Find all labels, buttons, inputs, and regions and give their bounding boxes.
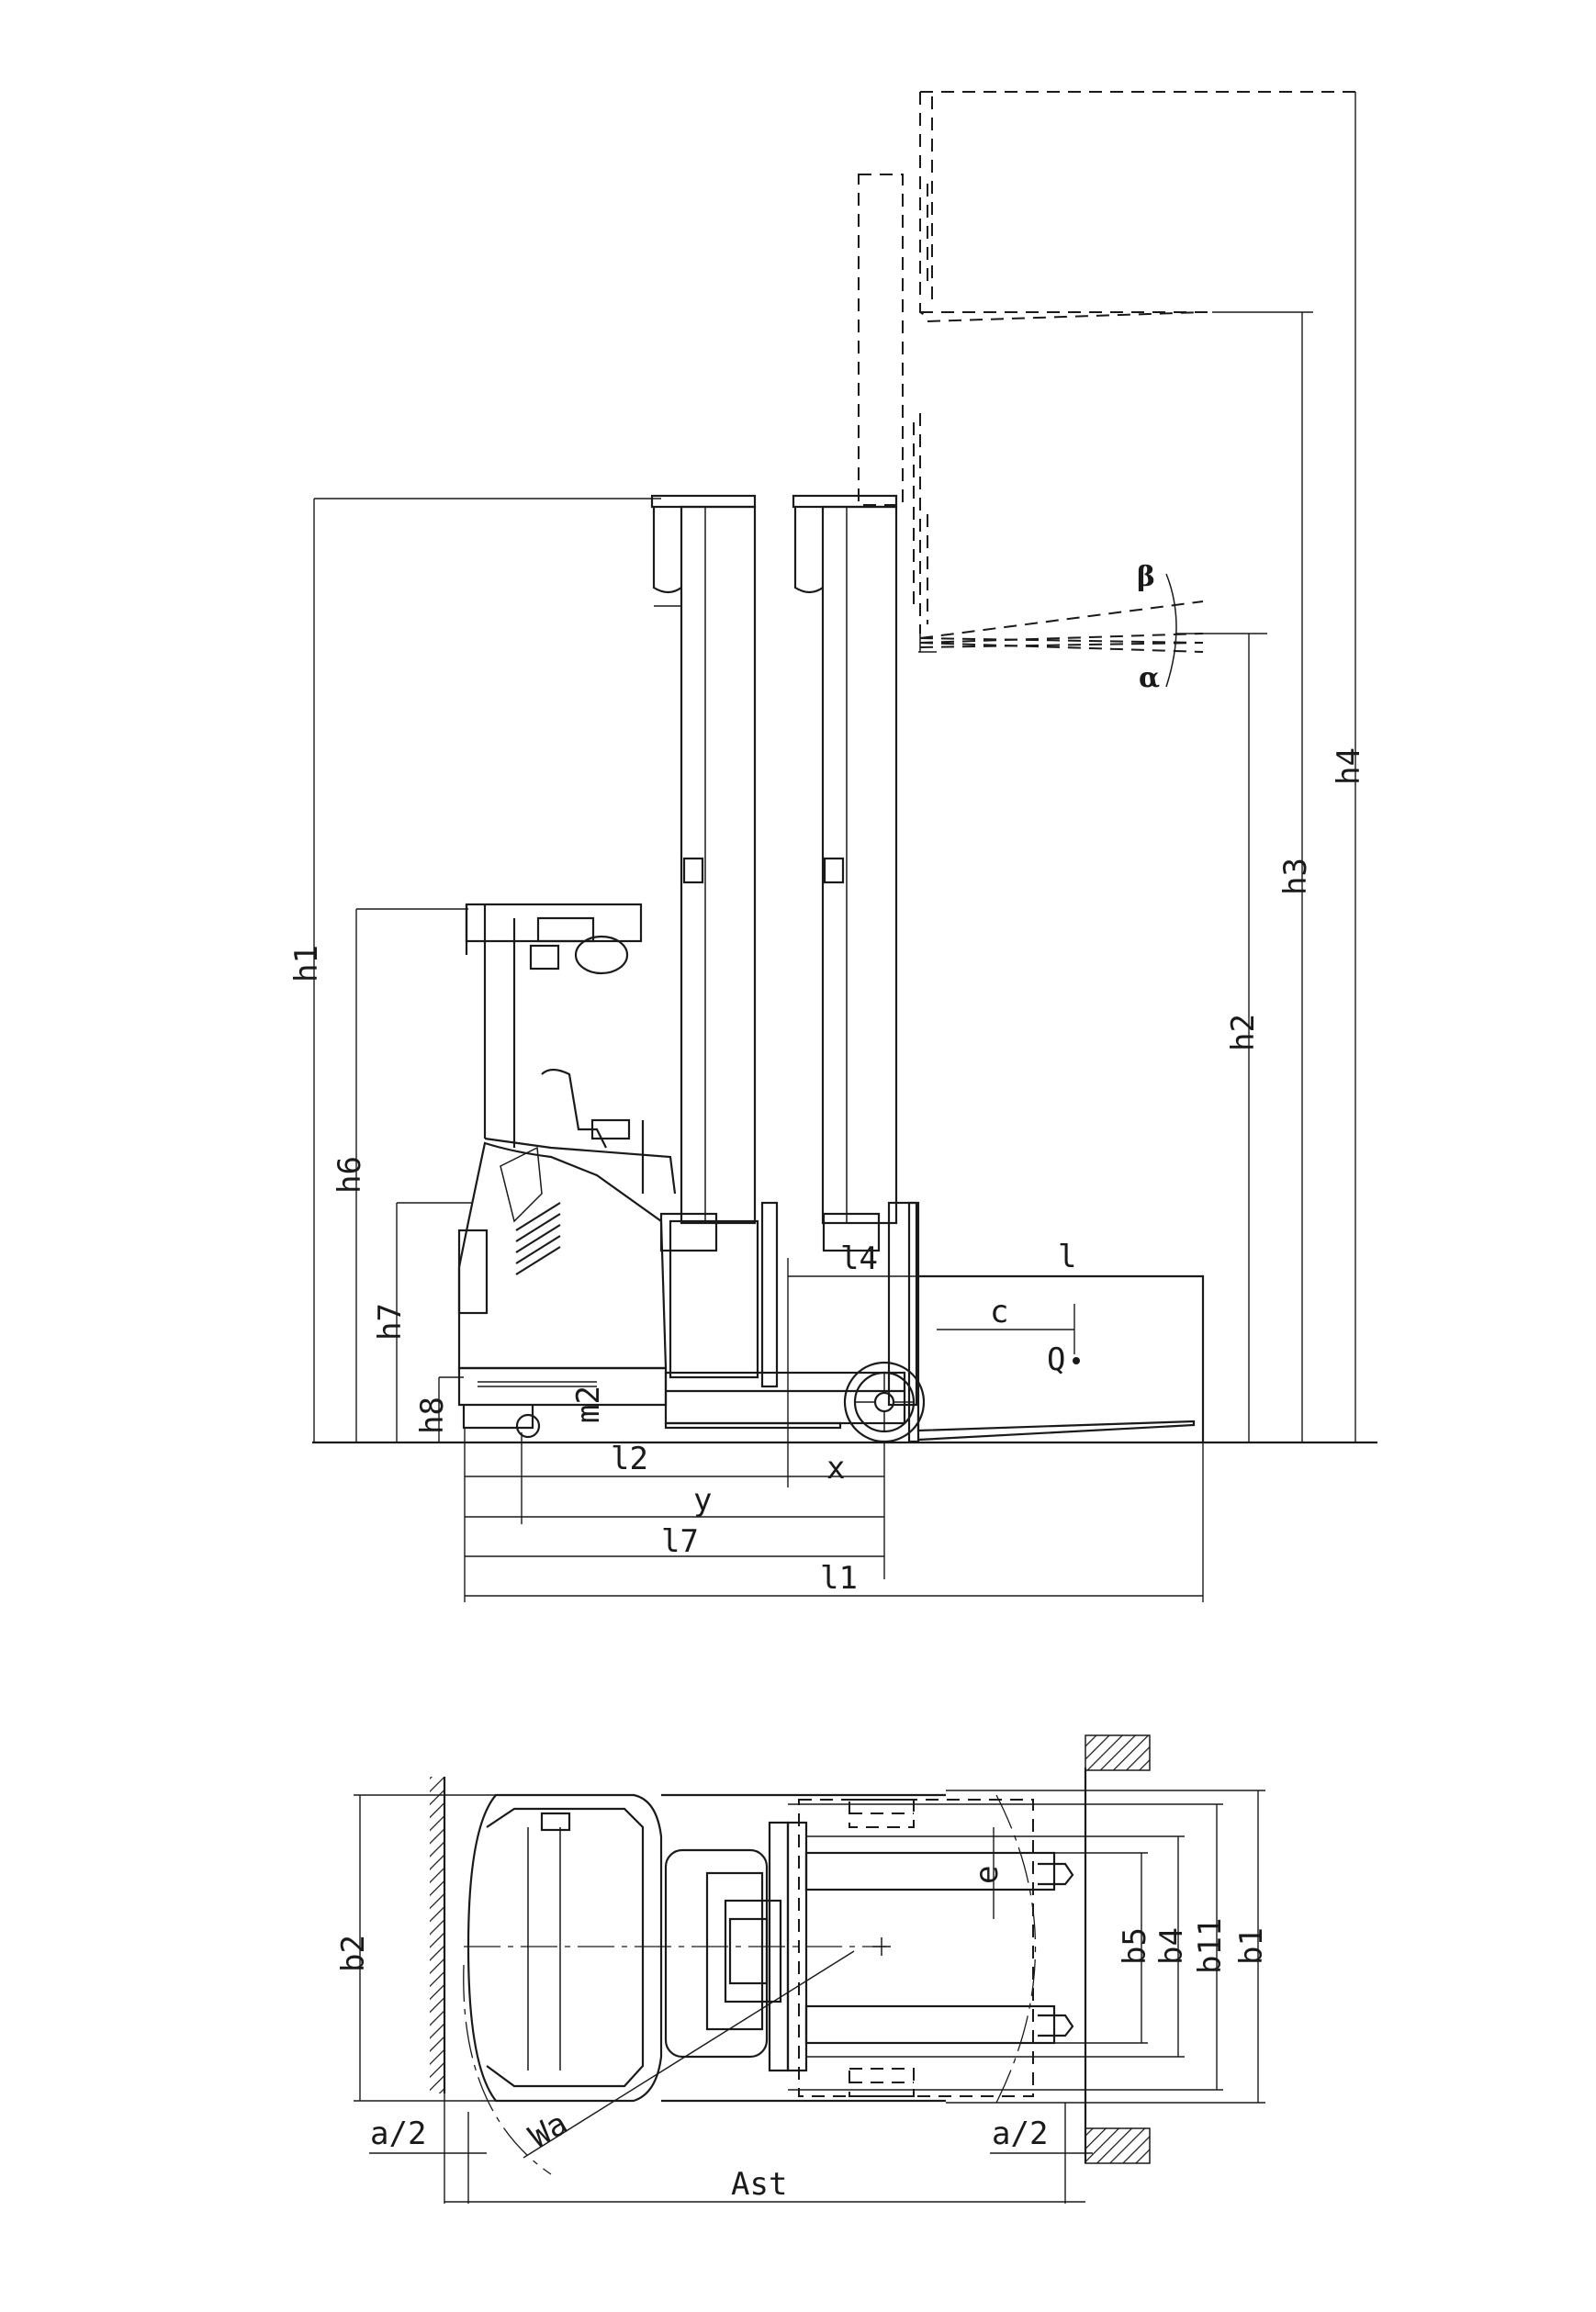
label-h7: h7 <box>372 1303 409 1341</box>
label-h2: h2 <box>1225 1014 1262 1051</box>
label-h3: h3 <box>1277 858 1314 895</box>
label-b11: b11 <box>1192 1918 1229 1974</box>
mast-lowered <box>650 494 920 1443</box>
extended-mast-outline <box>858 91 1359 634</box>
wall-hatch-top-right <box>1085 1734 1151 1771</box>
label-l7: l7 <box>661 1523 699 1560</box>
label-b5: b5 <box>1117 1927 1153 1965</box>
label-c: c <box>990 1294 1008 1330</box>
label-b4: b4 <box>1153 1927 1190 1965</box>
label-y: y <box>693 1482 712 1519</box>
label-l: l <box>1058 1239 1076 1275</box>
truck-chassis <box>457 903 926 1443</box>
label-a2-right: a/2 <box>992 2116 1048 2152</box>
top-view-dimensions: b2 b1 b11 b4 b5 e Wa <box>335 1790 1270 2204</box>
label-h8: h8 <box>414 1397 451 1434</box>
label-x: x <box>826 1450 845 1487</box>
side-view: β α <box>288 91 1377 1602</box>
truck-top-outline <box>463 1793 1074 2175</box>
label-b2: b2 <box>335 1935 372 1972</box>
wall-hatch-left <box>430 1777 444 2093</box>
label-m2: m2 <box>570 1386 607 1423</box>
load-center: Q c <box>937 1294 1080 1378</box>
label-Ast: Ast <box>731 2166 787 2203</box>
top-view: b2 b1 b11 b4 b5 e Wa <box>335 1734 1270 2204</box>
label-beta: β <box>1137 561 1155 593</box>
tilted-forks-outline: β α <box>918 561 1204 694</box>
horizontal-dimensions: l l4 l2 x y l7 l1 <box>464 1239 1204 1602</box>
label-h6: h6 <box>332 1156 368 1194</box>
label-a2-left: a/2 <box>370 2116 426 2152</box>
label-e: e <box>969 1866 1006 1884</box>
label-alpha: α <box>1139 662 1160 694</box>
label-l4: l4 <box>840 1240 878 1277</box>
label-h4: h4 <box>1331 747 1367 785</box>
label-h1: h1 <box>288 945 325 982</box>
wall-hatch-bottom-right <box>1085 2127 1151 2164</box>
vertical-dimensions: h1 h6 h7 h8 m2 h2 h3 h4 <box>288 92 1367 1442</box>
label-Wa: Wa <box>523 2105 574 2156</box>
label-Q: Q <box>1047 1341 1065 1378</box>
label-l1: l1 <box>820 1560 858 1597</box>
label-l2: l2 <box>611 1441 648 1477</box>
label-b1: b1 <box>1233 1927 1270 1965</box>
